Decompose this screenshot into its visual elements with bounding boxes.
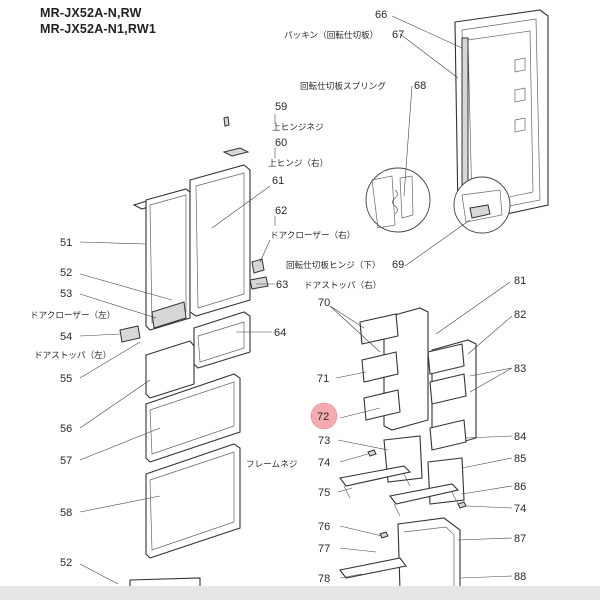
callout-numbers: 51 52 53 54 55 56 57 58 52 59 60 61 62 6…: [60, 9, 526, 585]
callout-62: 62: [275, 205, 287, 217]
label-door-stopper-left: ドアストッパ（左）: [34, 349, 111, 361]
callout-64: 64: [274, 327, 286, 339]
callout-86: 86: [514, 481, 526, 493]
callout-61: 61: [272, 175, 284, 187]
part-labels: パッキン（回転仕切板） 回転仕切板スプリング 上ヒンジネジ 上ヒンジ（右） ドア…: [30, 29, 386, 470]
callout-83: 83: [514, 363, 526, 375]
left-door-stack: [119, 147, 269, 593]
callout-81: 81: [514, 275, 526, 287]
callout-87: 87: [514, 533, 526, 545]
callout-77: 77: [318, 543, 330, 555]
label-upper-hinge-right: 上ヒンジ（右）: [268, 157, 328, 169]
callout-78: 78: [318, 573, 330, 585]
callout-56: 56: [60, 423, 72, 435]
label-packing: パッキン（回転仕切板）: [284, 29, 378, 41]
callout-73: 73: [318, 435, 330, 447]
callout-51: 51: [60, 237, 72, 249]
callout-52-bottom: 52: [60, 557, 72, 569]
highlight-circle: [310, 402, 338, 430]
callout-57: 57: [60, 455, 72, 467]
callout-76: 76: [318, 521, 330, 533]
spring-detail-circle: [365, 167, 431, 233]
leader-lines: [79, 15, 513, 585]
hinge-detail-circle: [453, 176, 511, 234]
callout-82: 82: [514, 309, 526, 321]
callout-52: 52: [60, 267, 72, 279]
callout-84: 84: [514, 431, 526, 443]
model-number-1: MR-JX52A-N,RW: [40, 6, 142, 20]
label-upper-hinge-screw: 上ヒンジネジ: [272, 122, 324, 133]
label-door-closer-left: ドアクローザー（左）: [30, 309, 115, 321]
callout-68: 68: [414, 80, 426, 92]
shelf-assemblies: [223, 116, 467, 591]
label-rot-spring: 回転仕切板スプリング: [300, 80, 386, 92]
callout-69: 69: [392, 259, 404, 271]
callout-71: 71: [317, 373, 329, 385]
callout-59: 59: [275, 101, 287, 113]
label-door-closer-right: ドアクローザー（右）: [270, 229, 355, 241]
callout-54: 54: [60, 331, 72, 343]
callout-72: 72: [317, 411, 329, 423]
model-number-2: MR-JX52A-N1,RW1: [40, 22, 156, 36]
callout-75: 75: [318, 487, 330, 499]
callout-70: 70: [318, 297, 330, 309]
callout-58: 58: [60, 507, 72, 519]
callout-67: 67: [392, 29, 404, 41]
bottom-scroll-strip: [0, 586, 600, 600]
callout-66: 66: [375, 9, 387, 21]
callout-60: 60: [275, 137, 287, 149]
door-pocket-assembly: [359, 307, 477, 451]
callout-74-right: 74: [514, 503, 526, 515]
callout-74: 74: [318, 457, 330, 469]
label-frame-screw: フレームネジ: [246, 459, 298, 470]
door-assembly-right: [454, 9, 549, 223]
label-door-stopper-right: ドアストッパ（右）: [304, 279, 381, 291]
callout-88: 88: [514, 571, 526, 583]
callout-55: 55: [60, 373, 72, 385]
callout-53: 53: [60, 288, 72, 300]
callout-85: 85: [514, 453, 526, 465]
callout-63: 63: [276, 279, 288, 291]
label-rot-hinge-lower: 回転仕切板ヒンジ（下）: [286, 259, 381, 271]
